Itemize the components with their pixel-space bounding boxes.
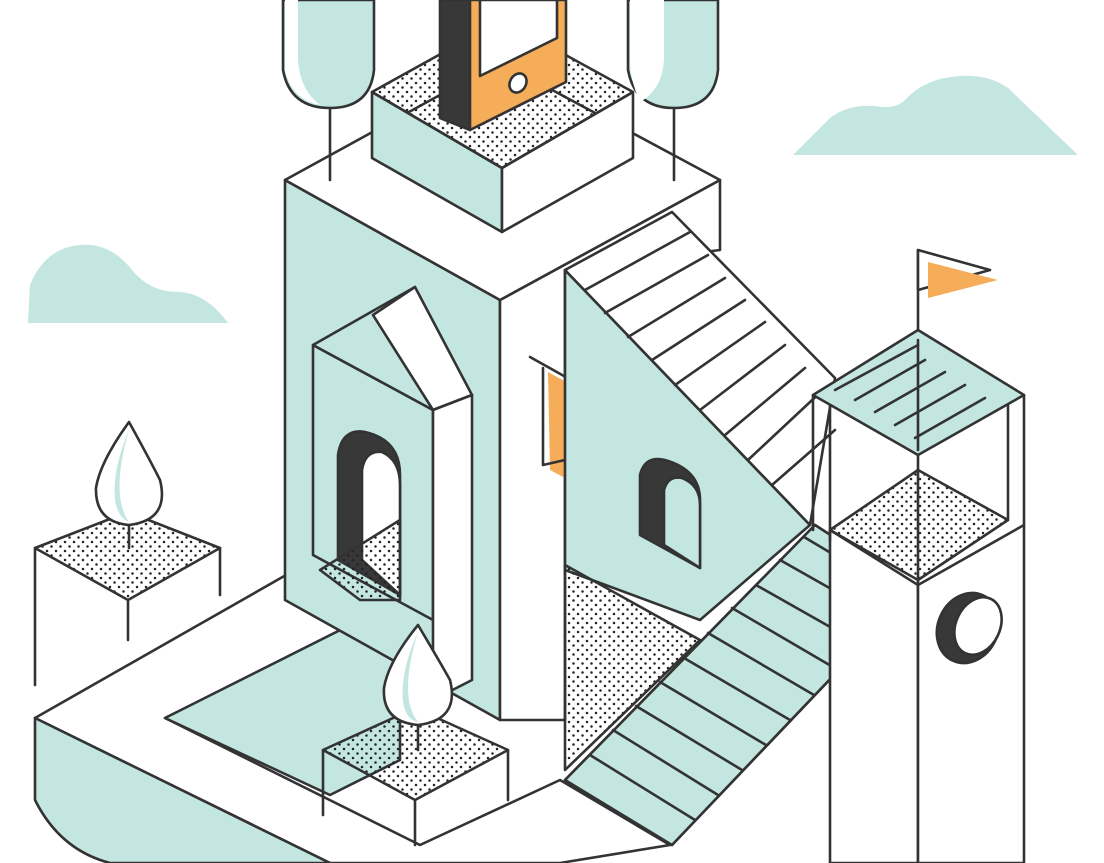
roof-lines <box>833 338 987 452</box>
arch-window-inner <box>662 476 702 570</box>
tree-highlight <box>285 0 320 105</box>
arch-floor <box>318 518 402 602</box>
flag-icon <box>916 248 998 332</box>
dotted-floor <box>563 563 702 772</box>
tree-highlight <box>630 0 664 102</box>
pedestal-side <box>33 546 222 687</box>
gazebo-pillars <box>811 393 1026 587</box>
tree-icon <box>94 420 164 527</box>
right-tower-right <box>916 523 1026 863</box>
cloud-icon <box>793 75 1078 155</box>
cloud-icon <box>28 244 228 323</box>
tree-shade <box>402 632 418 722</box>
porthole-inner <box>953 595 1003 657</box>
tree-shade <box>114 430 129 522</box>
pedestal-side <box>321 748 510 847</box>
gatehouse-side <box>431 393 474 702</box>
stair-steps <box>583 230 837 487</box>
smartphone-icon <box>438 0 568 132</box>
right-tower-left <box>828 528 920 863</box>
